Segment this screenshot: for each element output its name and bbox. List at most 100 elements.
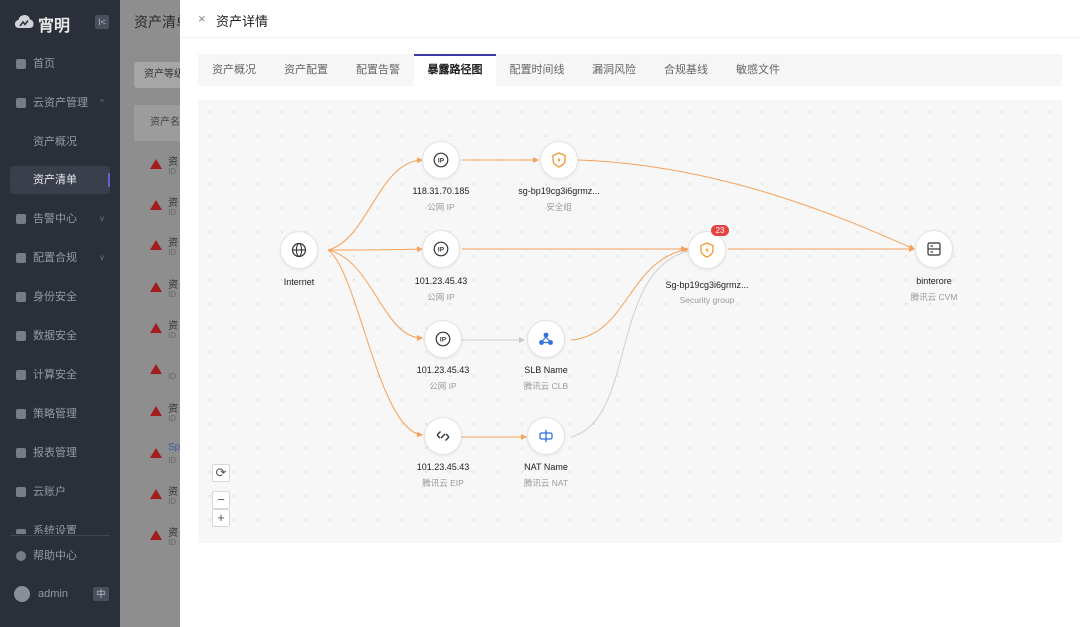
warning-icon bbox=[150, 282, 162, 292]
table-row[interactable]: ID bbox=[134, 350, 180, 388]
sidebar-item-label: 策略管理 bbox=[33, 408, 77, 420]
node-slb-sub: 腾讯云 CLB bbox=[523, 381, 569, 391]
user-row[interactable]: admin 中 bbox=[0, 582, 120, 610]
sidebar-item-reports[interactable]: 报表管理 bbox=[0, 439, 120, 467]
node-slb[interactable] bbox=[527, 320, 565, 358]
node-slb-label: SLB Name bbox=[524, 365, 568, 375]
sidebar-item-compliance[interactable]: 配置合规 v bbox=[0, 244, 120, 272]
sidebar-item-label: 计算安全 bbox=[33, 369, 77, 381]
node-eip[interactable] bbox=[424, 417, 462, 455]
tab-vulnerability[interactable]: 漏洞风险 bbox=[592, 64, 636, 76]
sidebar-item-label: 云资产管理 bbox=[33, 97, 88, 109]
cloud-icon bbox=[16, 98, 26, 108]
slb-icon bbox=[539, 332, 553, 345]
warning-icon bbox=[150, 159, 162, 169]
sidebar-item-label: 云账户 bbox=[33, 486, 66, 498]
row-id: ID bbox=[168, 167, 176, 176]
sidebar-item-compute[interactable]: 计算安全 bbox=[0, 361, 120, 389]
asset-level-filter[interactable]: 资产等级 bbox=[134, 62, 180, 88]
zoom-in-button[interactable]: + bbox=[212, 509, 230, 527]
node-ip3-label: 101.23.45.43 bbox=[416, 365, 470, 375]
sidebar: 宵明 I< 首页 云资产管理 ^ 资产概况 资产清单 告警中心 v 配置合规 v… bbox=[0, 0, 120, 627]
sidebar-item-label: 首页 bbox=[33, 58, 55, 70]
warning-icon bbox=[150, 530, 162, 540]
tab-asset-config[interactable]: 资产配置 bbox=[284, 64, 328, 76]
row-name: 资 bbox=[168, 487, 178, 498]
policy-icon bbox=[16, 409, 26, 419]
edge-internet-eip bbox=[327, 249, 423, 438]
node-ip2[interactable]: IP bbox=[422, 230, 460, 268]
node-ip1-sub: 公网 IP bbox=[427, 202, 455, 212]
node-nat[interactable] bbox=[527, 417, 565, 455]
sidebar-item-cloud-assets[interactable]: 云资产管理 ^ bbox=[0, 89, 120, 117]
warning-icon bbox=[150, 489, 162, 499]
sidebar-item-alerts[interactable]: 告警中心 v bbox=[0, 205, 120, 233]
exposure-path-graph[interactable]: Internet IP 118.31.70.185 公网 IP sg-bp19c… bbox=[198, 100, 1062, 543]
edge-sg1-cvm bbox=[577, 159, 915, 250]
node-sg1[interactable] bbox=[540, 141, 578, 179]
tab-config-timeline[interactable]: 配置时间线 bbox=[509, 64, 565, 76]
sidebar-divider bbox=[10, 535, 110, 536]
account-icon bbox=[16, 487, 26, 497]
sidebar-collapse-button[interactable]: I< bbox=[95, 15, 109, 29]
sidebar-item-cloud-accounts[interactable]: 云账户 bbox=[0, 478, 120, 506]
drawer-title: 资产详情 bbox=[216, 14, 269, 29]
tab-config-alerts[interactable]: 配置告警 bbox=[356, 64, 400, 76]
node-sg2[interactable]: 23 bbox=[688, 225, 729, 269]
node-ip3-sub: 公网 IP bbox=[429, 381, 457, 391]
sidebar-item-home[interactable]: 首页 bbox=[0, 50, 120, 78]
server-icon bbox=[927, 242, 941, 256]
sidebar-item-policy[interactable]: 策略管理 bbox=[0, 400, 120, 428]
sidebar-item-data-security[interactable]: 数据安全 bbox=[0, 322, 120, 350]
warning-icon bbox=[150, 448, 162, 458]
tab-asset-overview[interactable]: 资产概况 bbox=[212, 64, 256, 76]
asset-detail-drawer: × 资产详情 资产概况 资产配置 配置告警 暴露路径图 配置时间线 漏洞风险 合… bbox=[180, 0, 1080, 627]
row-name: 资 bbox=[168, 321, 178, 332]
row-id: ID bbox=[168, 208, 176, 217]
node-sg2-sub: Security group bbox=[679, 295, 735, 305]
row-id: ID bbox=[168, 497, 176, 506]
sidebar-item-help[interactable]: 帮助中心 bbox=[0, 542, 120, 570]
ip-icon: IP bbox=[433, 152, 449, 168]
node-internet[interactable] bbox=[280, 231, 318, 269]
tab-sensitive-files[interactable]: 敏感文件 bbox=[736, 64, 780, 76]
edge-internet-ip3 bbox=[327, 249, 423, 341]
node-nat-label: NAT Name bbox=[524, 462, 568, 472]
tab-compliance-baseline[interactable]: 合规基线 bbox=[664, 64, 708, 76]
zoom-out-button[interactable]: − bbox=[212, 491, 230, 509]
node-cvm[interactable] bbox=[915, 230, 953, 268]
edge-internet-ip1 bbox=[327, 157, 423, 251]
sidebar-item-settings[interactable]: 系统设置 bbox=[0, 520, 120, 534]
node-ip1[interactable]: IP bbox=[422, 141, 460, 179]
row-name: 资 bbox=[168, 280, 178, 291]
logo-row: 宵明 I< bbox=[0, 0, 120, 44]
chevron-up-icon: ^ bbox=[100, 98, 104, 107]
gear-icon bbox=[16, 529, 26, 534]
sidebar-item-asset-overview[interactable]: 资产概况 bbox=[0, 128, 120, 156]
sidebar-item-label: 配置合规 bbox=[33, 252, 77, 264]
tab-exposure-path[interactable]: 暴露路径图 bbox=[414, 54, 496, 86]
sidebar-item-asset-list[interactable]: 资产清单 bbox=[10, 166, 110, 194]
avatar bbox=[14, 586, 30, 602]
row-id: ID bbox=[168, 372, 176, 381]
sidebar-item-identity[interactable]: 身份安全 bbox=[0, 283, 120, 311]
checklist-icon bbox=[16, 253, 26, 263]
globe-icon bbox=[291, 242, 307, 258]
active-indicator bbox=[108, 173, 110, 187]
node-eip-label: 101.23.45.43 bbox=[416, 462, 470, 472]
language-button[interactable]: 中 bbox=[93, 587, 109, 601]
close-icon[interactable]: × bbox=[198, 11, 206, 26]
node-ip3[interactable]: IP bbox=[424, 320, 462, 358]
sidebar-item-label: 身份安全 bbox=[33, 291, 77, 303]
edge-internet-ip2 bbox=[327, 246, 423, 253]
reset-view-button[interactable]: ⟳ bbox=[212, 464, 230, 482]
